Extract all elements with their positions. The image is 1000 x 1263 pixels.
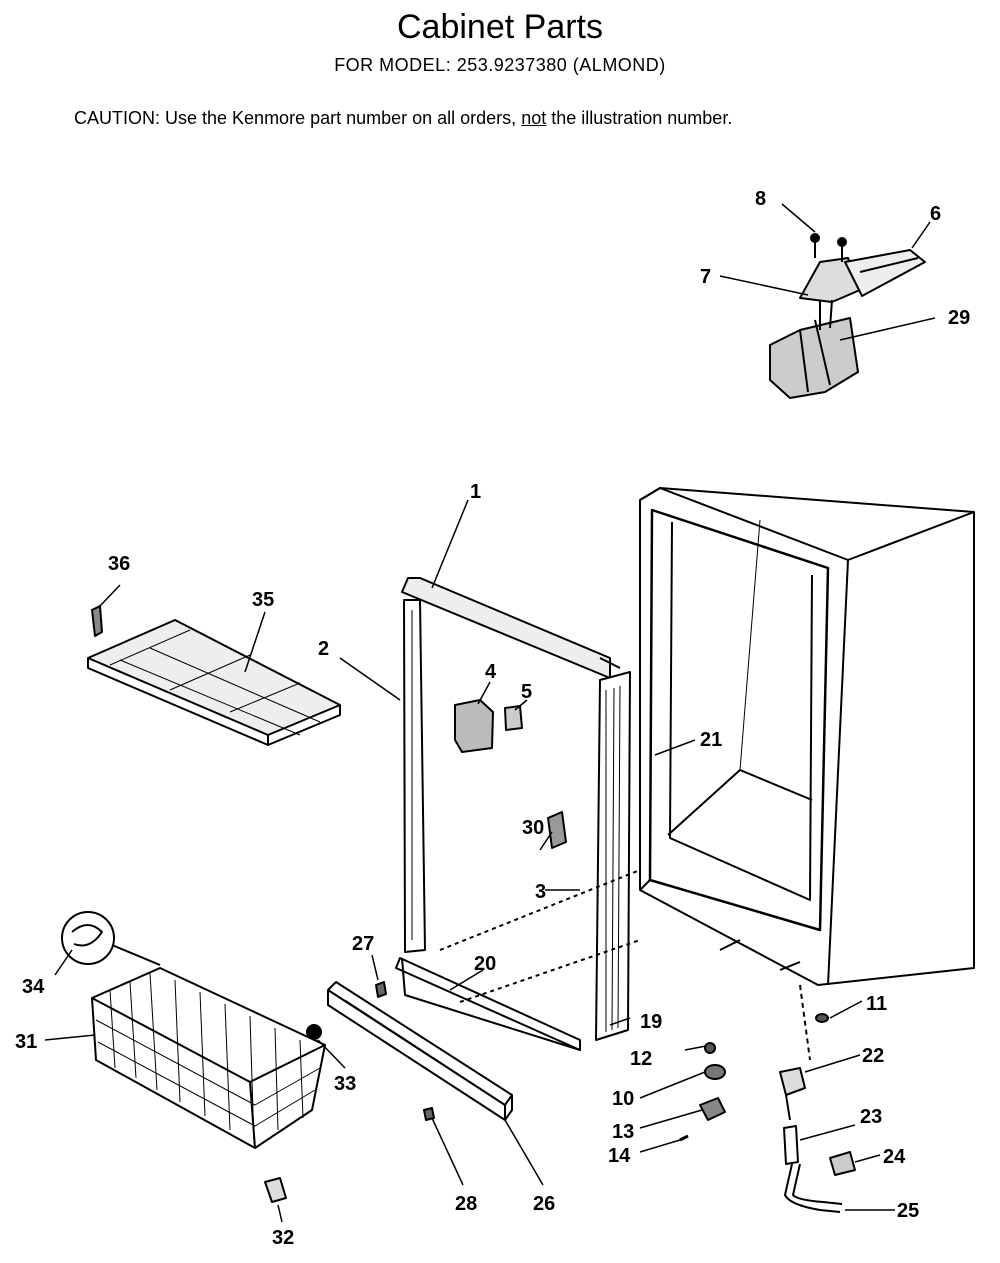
callout-7: 7	[700, 266, 711, 288]
callout-20: 20	[474, 953, 496, 975]
basket	[91, 967, 326, 1149]
callout-numbers: 1 2 3 4 5 6 7 8 10 11 12 13 14 19 20 21 …	[15, 188, 970, 1249]
cabinet	[639, 487, 975, 986]
drain-tube	[779, 984, 856, 1213]
caution-note: CAUTION: Use the Kenmore part number on …	[74, 108, 732, 129]
basket-bracket	[264, 1177, 287, 1203]
caution-emphasis: not	[521, 108, 547, 128]
callout-27: 27	[352, 933, 374, 955]
callout-8: 8	[755, 188, 766, 210]
callout-31: 31	[15, 1031, 37, 1053]
kickplate	[327, 981, 513, 1121]
callout-11: 11	[866, 993, 887, 1015]
hinge-assembly	[769, 233, 926, 399]
callout-3: 3	[535, 881, 546, 903]
callout-5: 5	[521, 681, 532, 703]
shelf-screw	[91, 605, 103, 637]
callout-6: 6	[930, 203, 941, 225]
callout-30: 30	[522, 817, 544, 839]
callout-25: 25	[897, 1200, 919, 1222]
callout-23: 23	[860, 1106, 882, 1128]
door-assembly	[395, 577, 641, 1051]
callout-21: 21	[700, 729, 722, 751]
shelf	[87, 619, 341, 746]
caution-prefix: CAUTION: Use the Kenmore part number on …	[74, 108, 522, 128]
ice-decal	[61, 911, 161, 966]
callout-19: 19	[640, 1011, 662, 1033]
callout-4: 4	[485, 661, 497, 683]
callout-2: 2	[318, 638, 329, 660]
callout-22: 22	[862, 1045, 884, 1067]
callout-34: 34	[22, 976, 45, 998]
model-subtitle: FOR MODEL: 253.9237380 (ALMOND)	[334, 55, 666, 75]
callout-24: 24	[883, 1146, 906, 1168]
callout-29: 29	[948, 307, 970, 329]
leader-lines	[44, 203, 936, 1223]
callout-13: 13	[612, 1121, 634, 1143]
roller	[306, 1024, 322, 1040]
callout-1: 1	[470, 481, 481, 503]
small-parts	[454, 699, 567, 849]
callout-14: 14	[608, 1145, 631, 1167]
callout-35: 35	[252, 589, 274, 611]
page-title: Cabinet Parts	[397, 8, 603, 46]
callout-12: 12	[630, 1048, 652, 1070]
callout-10: 10	[612, 1088, 634, 1110]
drain-parts	[679, 1042, 726, 1142]
callout-33: 33	[334, 1073, 356, 1095]
callout-26: 26	[533, 1193, 555, 1215]
caution-suffix: the illustration number.	[546, 108, 733, 128]
screws	[375, 981, 435, 1121]
callout-28: 28	[455, 1193, 477, 1215]
callout-36: 36	[108, 553, 130, 575]
callout-32: 32	[272, 1227, 294, 1249]
